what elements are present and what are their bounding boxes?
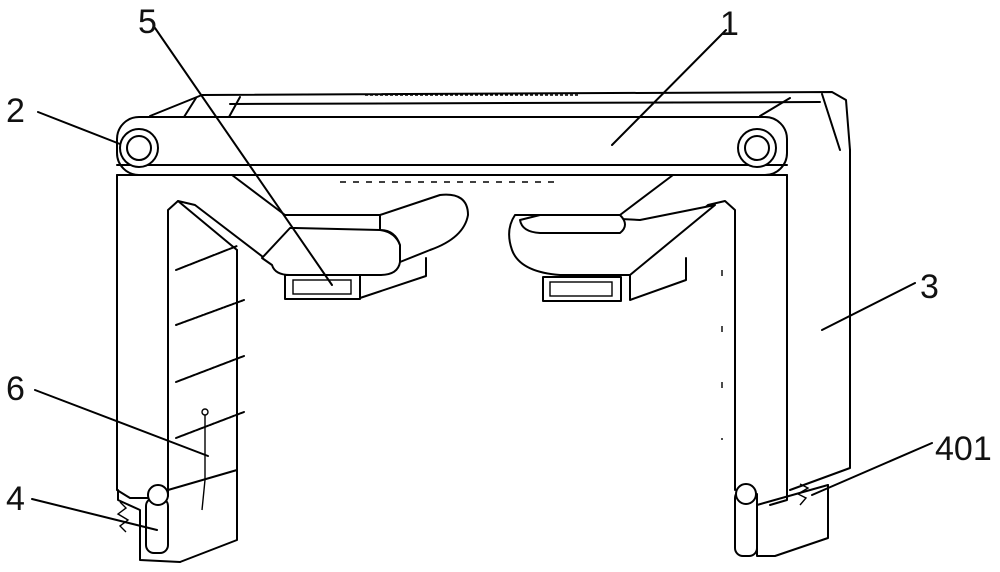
roller-right	[737, 128, 777, 168]
spray-head-right	[508, 174, 716, 302]
left-leg	[116, 174, 291, 563]
label-5: 5	[138, 3, 157, 41]
spray-head-left	[231, 174, 469, 300]
label-2: 2	[6, 92, 25, 130]
label-4: 4	[6, 480, 25, 518]
right-leg	[649, 149, 851, 557]
leader-lines	[31, 27, 933, 531]
label-401: 401	[935, 430, 992, 468]
label-6: 6	[6, 370, 25, 408]
top-beam	[116, 91, 851, 183]
label-1: 1	[720, 5, 739, 43]
labels: 5 1 2 3 6 4 401	[6, 3, 992, 518]
roller-left	[119, 128, 159, 168]
label-3: 3	[920, 268, 939, 306]
